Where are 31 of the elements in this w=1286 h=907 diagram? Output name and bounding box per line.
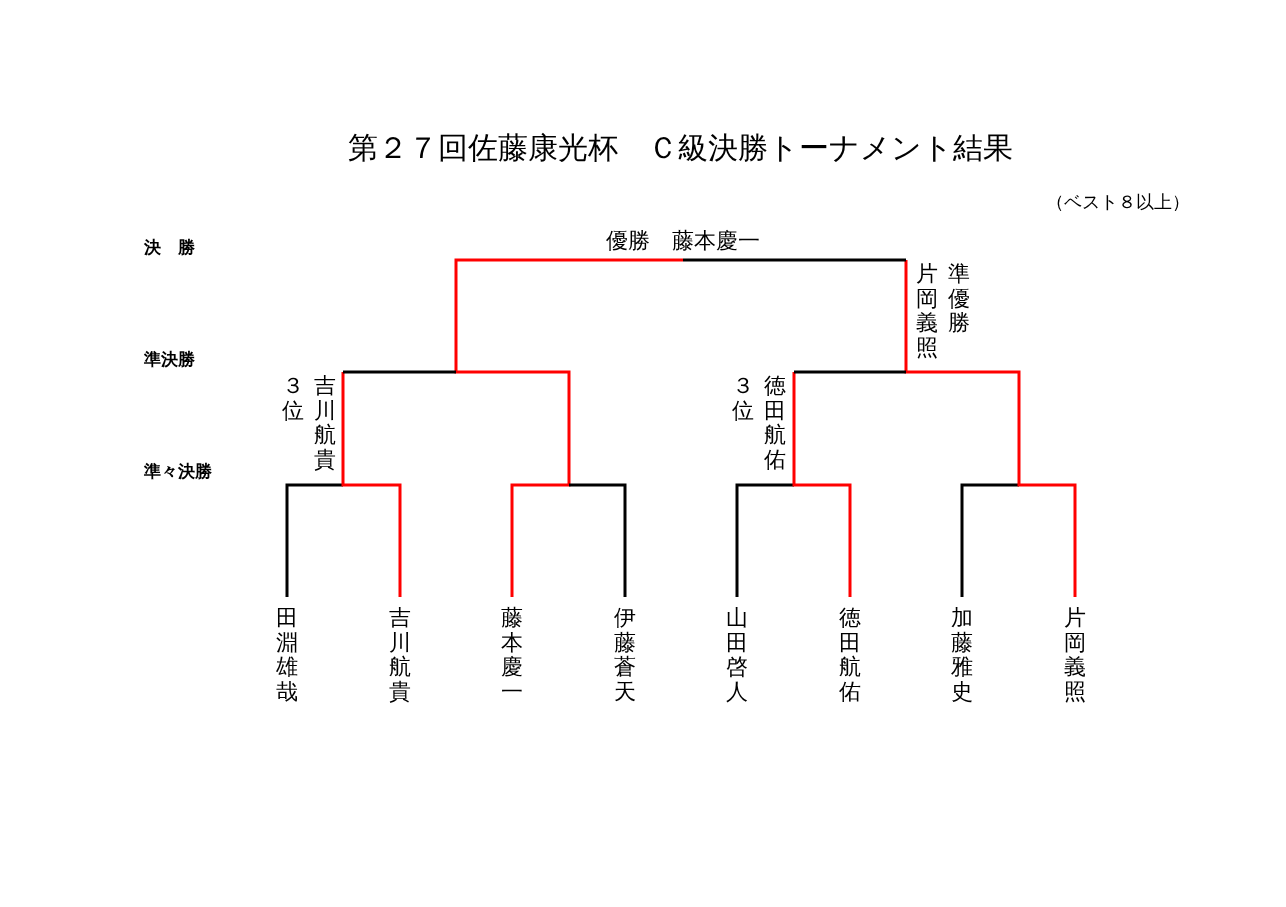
bracket-line — [569, 483, 627, 597]
winner-label: 優勝 藤本慶一 — [606, 227, 760, 255]
bracket-line — [683, 258, 906, 262]
rank-label: 準優勝 — [948, 262, 970, 336]
bracket-line — [792, 372, 852, 597]
rank-label: ３位 — [732, 374, 754, 424]
player-name: 吉川航貴 — [314, 374, 336, 473]
rank-label: ３位 — [282, 374, 304, 424]
player-name: 田淵雄哉 — [276, 606, 298, 705]
player-name: 片岡義照 — [1064, 606, 1086, 705]
player-name: 加藤雅史 — [951, 606, 973, 705]
round-label: 決 勝 — [144, 236, 195, 259]
bracket-line — [285, 483, 343, 597]
round-label: 準決勝 — [144, 348, 195, 371]
bracket-line — [794, 370, 906, 374]
player-name: 徳田航佑 — [764, 374, 786, 473]
player-name: 片岡義照 — [916, 262, 938, 361]
player-name: 山田啓人 — [726, 606, 748, 705]
bracket-line — [960, 483, 1019, 597]
note-text: （ベスト８以上） — [1046, 190, 1190, 214]
bracket-line — [343, 370, 456, 374]
player-name: 伊藤蒼天 — [614, 606, 636, 705]
title: 第２７回佐藤康光杯 Ｃ級決勝トーナメント結果 — [346, 129, 1014, 167]
bracket-line — [735, 483, 794, 597]
round-label: 準々決勝 — [144, 460, 212, 483]
player-name: 藤本慶一 — [501, 606, 523, 705]
player-name: 徳田航佑 — [839, 606, 861, 705]
bracket-line — [454, 258, 683, 597]
bracket-line — [904, 260, 1077, 597]
player-name: 吉川航貴 — [389, 606, 411, 705]
bracket-line — [341, 372, 402, 597]
